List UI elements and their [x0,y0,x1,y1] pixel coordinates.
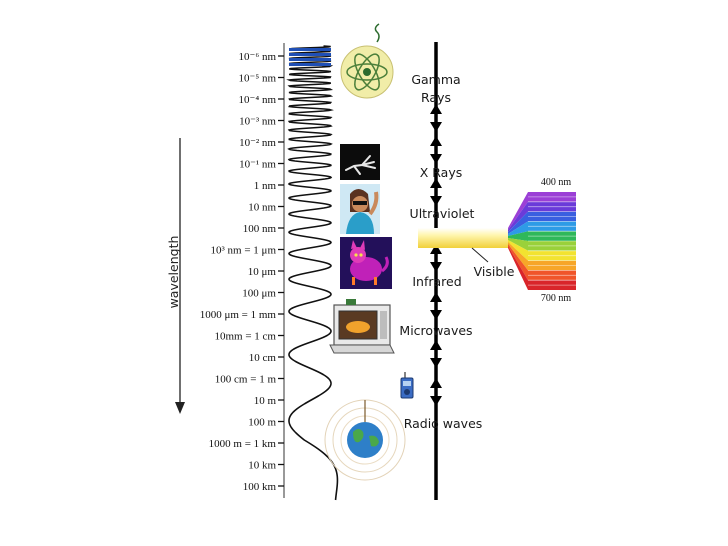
band-boundary-arrow-up [430,104,442,114]
wavelength-ticks: 10⁻⁶ nm 10⁻⁵ nm 10⁻⁴ nm 10⁻³ nm 10⁻² nm 10⁻¹ … [200,51,284,493]
microwave-oven-icon [329,299,395,354]
wavelength-tick-label: 10⁻⁵ nm [239,73,277,85]
wavelength-tick-label: 10 cm [249,352,277,364]
spectrum-top-label: 400 nm [541,177,572,188]
band-boundary-arrow-up [430,178,442,188]
band-label-infrared: Infrared [412,274,461,289]
wavelength-tick-label: 10⁻¹ nm [239,159,276,171]
wavelength-tick-label: 1000 m = 1 km [209,438,277,450]
band-boundary-arrow-up [430,378,442,388]
wavelength-tick-label: 10 m [254,395,277,407]
band-boundary-arrow-down [430,358,442,368]
wavelength-tick-label: 100 nm [243,223,277,235]
band-boundary-arrow-down [430,196,442,206]
band-label-microwaves: Microwaves [399,323,472,338]
gamma-wave-stripe [289,63,331,66]
earth-broadcast-icon [324,399,406,481]
wavelength-tick-label: 10⁻⁶ nm [239,51,277,63]
visible-label: Visible [474,264,515,279]
band-boundary-arrow-down [430,310,442,320]
spectrum-bottom-label: 700 nm [541,293,572,304]
band-boundary-arrow-down [430,154,442,164]
gamma-wave-stripe [289,58,331,61]
band-boundary-arrow-down [430,396,442,406]
wavelength-tick-label: 10 μm [248,266,277,278]
wavelength-tick-label: 10⁻⁴ nm [239,94,277,106]
gamma-wave-stripe [289,53,331,56]
wavelength-tick-label: 10mm = 1 cm [214,331,276,343]
atom-icon [340,23,394,99]
visible-label-leader [471,247,489,263]
wavelength-wave [286,45,339,501]
band-boundary-arrow-down [430,122,442,132]
band-label-rays: Rays [421,90,451,105]
wavelength-tick-label: 100 cm = 1 m [215,374,277,386]
band-label-gamma: Gamma [411,72,460,87]
radio-icon [400,372,414,399]
band-boundary-arrow-up [430,340,442,350]
wavelength-tick-label: 10 nm [248,202,276,214]
visible-spectrum-fan [508,192,576,290]
band-boundary-arrow-down [430,262,442,272]
band-boundary-arrows [430,104,442,406]
visible-spectrum-band [508,201,576,232]
band-label-x-rays: X Rays [420,165,463,180]
band-boundary-arrow-up [430,292,442,302]
visible-spectrum-band [508,221,576,236]
wavelength-tick-label: 10³ nm = 1 μm [210,245,276,257]
gamma-wave-stripe [289,48,331,51]
band-label-radio-waves: Radio waves [404,416,483,431]
thermal-cat-icon [340,237,392,289]
visible-spectrum-band [508,211,576,234]
xray-hand-icon [340,144,380,180]
band-boundary-arrow-up [430,244,442,254]
visible-spectrum-band [508,244,576,281]
wavelength-tick-label: 1 nm [254,180,277,192]
wavelength-tick-label: 100 m [248,417,276,429]
wavelength-tick-label: 100 μm [242,288,276,300]
visible-spectrum-band [508,246,576,290]
band-label-ultraviolet: Ultraviolet [410,206,475,221]
sunbather-icon [340,184,380,234]
visible-prism-stem [418,228,510,248]
wavelength-tick-label: 100 km [243,481,277,493]
wavelength-axis-title: wavelength [166,236,181,309]
band-boundary-arrow-up [430,136,442,146]
visible-spectrum-band [508,242,576,271]
wavelength-tick-label: 10⁻³ nm [239,116,276,128]
wavelength-tick-label: 10⁻² nm [239,137,276,149]
wavelength-tick-label: 10 km [248,460,276,472]
wavelength-arrow [175,138,185,414]
wavelength-tick-label: 1000 μm = 1 mm [200,309,277,321]
